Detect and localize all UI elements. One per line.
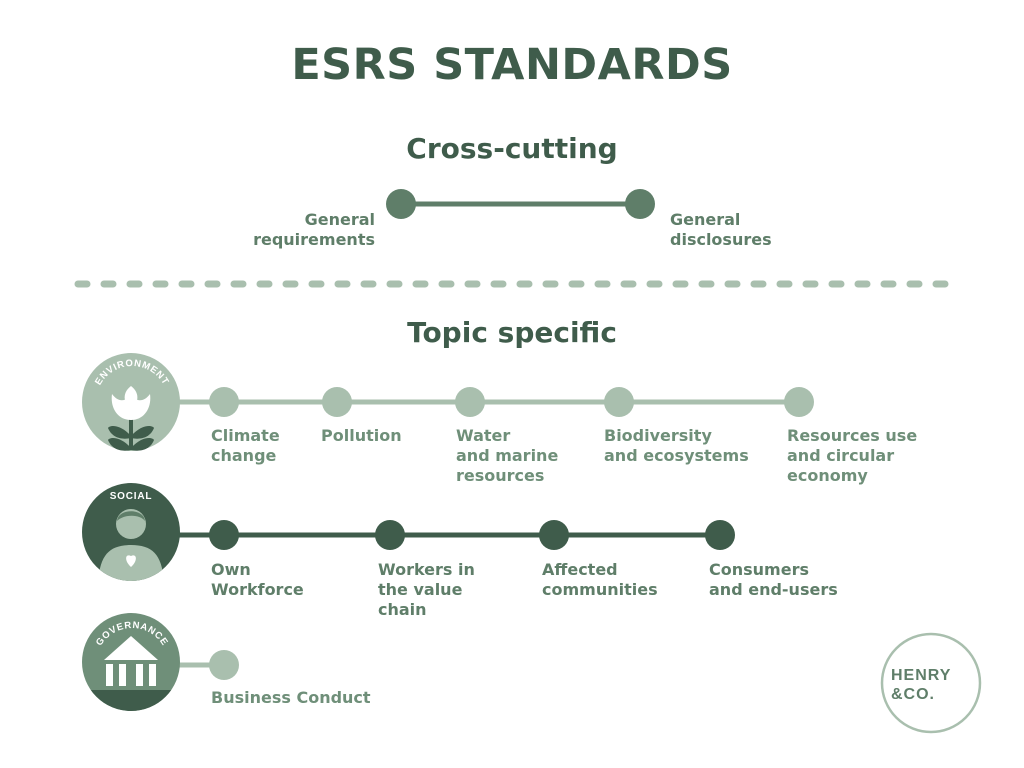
- soc-node-affected-communities: [539, 520, 569, 550]
- soc-node-own-workforce: [209, 520, 239, 550]
- soc-node-workers-value-chain: [375, 520, 405, 550]
- label-own-workforce: Own Workforce: [211, 560, 304, 599]
- gov-node-business-conduct: [209, 650, 239, 680]
- cross-cutting-node-general-disclosures: [625, 189, 655, 219]
- topic-specific-heading: Topic specific: [407, 316, 617, 349]
- label-resources-use: Resources use and circular economy: [787, 426, 918, 485]
- social-badge-label: SOCIAL: [110, 491, 153, 502]
- logo-line-2: &CO.: [891, 686, 935, 703]
- env-node-biodiversity: [604, 387, 634, 417]
- governance-badge: GOVERNANCE: [82, 613, 180, 711]
- label-affected-communities: Affected communities: [542, 560, 658, 599]
- label-general-disclosures: General disclosures: [670, 210, 772, 249]
- label-climate-change: Climate change: [211, 426, 280, 465]
- cross-cutting-node-general-requirements: [386, 189, 416, 219]
- label-water-marine: Water and marine resources: [456, 426, 559, 485]
- label-consumers: Consumers and end-users: [709, 560, 838, 599]
- env-node-water: [455, 387, 485, 417]
- label-pollution: Pollution: [321, 426, 402, 445]
- building-icon: [104, 636, 158, 686]
- cross-cutting-heading: Cross-cutting: [406, 132, 618, 165]
- label-general-requirements: General requirements: [253, 210, 375, 249]
- environment-badge: ENVIRONMENT: [82, 353, 180, 451]
- henry-co-logo: HENRY &CO.: [880, 632, 982, 734]
- label-workers-value-chain: Workers in the value chain: [378, 560, 475, 619]
- label-biodiversity: Biodiversity and ecosystems: [604, 426, 749, 465]
- heart-icon: [126, 555, 136, 567]
- env-node-pollution: [322, 387, 352, 417]
- page-title: ESRS STANDARDS: [291, 40, 733, 90]
- social-badge: SOCIAL: [82, 483, 180, 581]
- env-node-climate-change: [209, 387, 239, 417]
- flower-icon: [108, 386, 154, 451]
- label-business-conduct: Business Conduct: [211, 688, 371, 707]
- env-node-resources: [784, 387, 814, 417]
- soc-node-consumers: [705, 520, 735, 550]
- logo-line-1: HENRY: [891, 667, 951, 684]
